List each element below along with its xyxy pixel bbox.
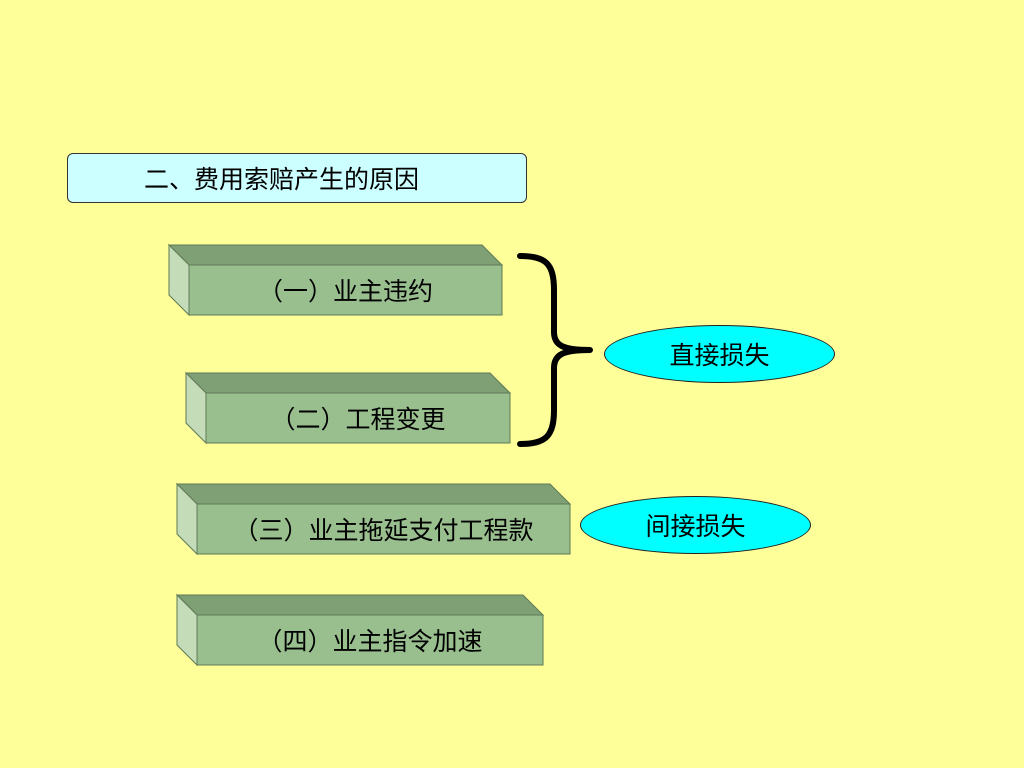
cause-box-1 <box>167 243 504 317</box>
direct-loss-ellipse: 直接损失 <box>604 325 835 383</box>
cause-box-2 <box>184 371 512 445</box>
heading-box: 二、费用索赔产生的原因 <box>67 153 527 203</box>
indirect-loss-ellipse: 间接损失 <box>580 496 811 554</box>
cause-box-4 <box>175 593 545 667</box>
cause-label-2: （二）工程变更 <box>270 405 446 434</box>
heading-text: 二、费用索赔产生的原因 <box>144 165 420 194</box>
cause-label-4: （四）业主指令加速 <box>257 627 483 656</box>
direct-loss-label: 直接损失 <box>669 341 770 370</box>
cause-box-3 <box>175 482 572 556</box>
right-brace <box>517 253 593 447</box>
indirect-loss-label: 间接损失 <box>645 512 746 541</box>
cause-label-1: （一）业主违约 <box>257 277 433 306</box>
cause-label-3: （三）业主拖延支付工程款 <box>233 516 534 545</box>
